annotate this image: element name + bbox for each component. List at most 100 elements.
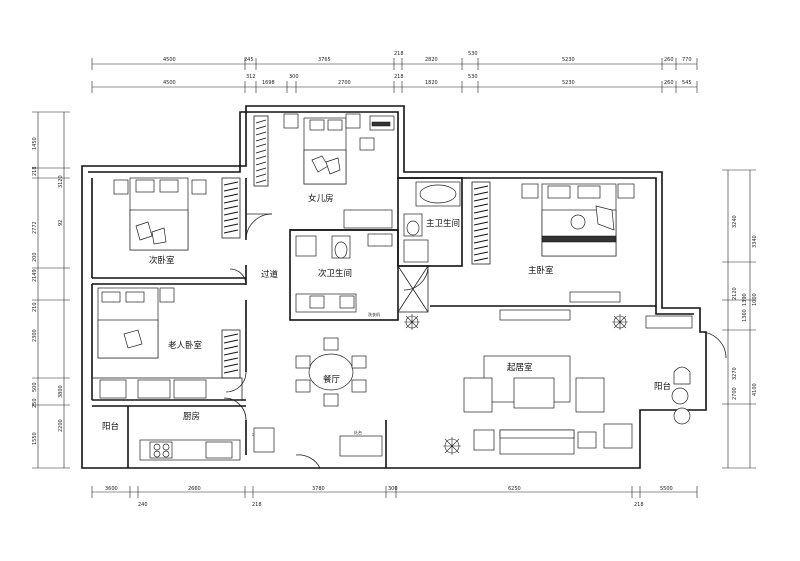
dim-label: 5230: [562, 80, 575, 86]
dim-label: 260: [664, 80, 674, 86]
wardrobe-hanger-line: [473, 191, 489, 196]
dim-label: 3120: [58, 175, 64, 188]
wardrobe-hanger-line: [223, 339, 239, 344]
walls: [81, 105, 707, 469]
wardrobe-hanger-line: [223, 223, 239, 228]
room-label-master-bathroom: 主卫生间: [426, 218, 460, 229]
dim-label: 500: [32, 382, 38, 392]
dim-label: 218: [634, 502, 644, 508]
dim-label: 1000: [752, 293, 758, 306]
dim-label: 4500: [163, 80, 176, 86]
dim-label: 300: [289, 74, 299, 80]
room-label-second-bathroom: 次卫生间: [318, 268, 352, 279]
plant-icon: [443, 437, 461, 455]
dim-label: 300: [388, 486, 398, 492]
wardrobes: [91, 115, 491, 401]
wardrobe-hanger-line: [255, 173, 267, 178]
plants: [404, 314, 628, 455]
dim-label: 1698: [262, 80, 275, 86]
room-label-balcony-right: 阳台: [654, 381, 671, 392]
room-label-elderly-bedroom: 老人卧室: [168, 340, 203, 351]
dim-label: 2700: [338, 80, 351, 86]
wardrobe-hanger-line: [473, 215, 489, 220]
wardrobe-hanger-line: [223, 181, 239, 186]
furniture: 洗衣机: [97, 113, 693, 461]
dim-label: 6250: [508, 486, 521, 492]
wardrobe-hanger-line: [255, 131, 267, 136]
dim-label: 2300: [32, 329, 38, 342]
wardrobe-hanger-line: [473, 257, 489, 262]
dim-labels-top1: 4500 245 3765 218 2820 530 5230 260 770: [163, 51, 692, 63]
wardrobe-hanger-line: [223, 369, 239, 374]
wardrobe-hanger-line: [223, 199, 239, 204]
dim-labels-left: 1450 3120 2772 2149 2300 3800 1550 218 9…: [32, 137, 64, 445]
room-label-living-room: 起居室: [507, 362, 533, 373]
wardrobe-hanger-line: [255, 143, 267, 148]
wardrobe-hanger-line: [255, 179, 267, 184]
dim-labels-bottom: 3600 240 2660 218 3780 300 6250 218 5500: [105, 486, 673, 508]
dim-label: 2772: [32, 221, 38, 234]
dim-label: 218: [252, 502, 262, 508]
wardrobe-hanger-line: [223, 351, 239, 356]
dim-label: 245: [244, 57, 254, 63]
dim-label: 210: [32, 302, 38, 312]
dim-label: 5500: [660, 486, 673, 492]
dim-label: 1390: [742, 293, 748, 306]
room-labels: 女儿房 次卧室 老人卧室 过道 次卫生间 主卫生间 主卧室 起居室 餐厅 厨房 …: [102, 193, 671, 432]
wardrobe-hanger-line: [223, 363, 239, 368]
dim-label: 3780: [312, 486, 325, 492]
wardrobe-hanger-line: [223, 333, 239, 338]
dim-label: 2120: [732, 287, 738, 300]
dim-label: 3270: [732, 367, 738, 380]
doors: [223, 213, 727, 469]
dim-label: 3340: [752, 235, 758, 248]
dim-label: 770: [682, 57, 692, 63]
wardrobe-hanger-line: [223, 357, 239, 362]
dim-label: 218: [394, 51, 404, 57]
dim-label: 200: [32, 252, 38, 262]
dim-labels-top2: 4500 312 1698 300 2700 218 1820 530 5230…: [163, 74, 692, 86]
wardrobe-hanger-line: [223, 345, 239, 350]
wardrobe-hanger-line: [473, 203, 489, 208]
dim-label: 2149: [32, 269, 38, 282]
wardrobe-hanger-line: [255, 167, 267, 172]
wardrobe-hanger-line: [473, 197, 489, 202]
stove-label: 灶台: [354, 429, 362, 435]
room-label-daughter: 女儿房: [308, 193, 334, 204]
room-label-kitchen: 厨房: [183, 411, 200, 422]
wardrobe-hanger-line: [255, 161, 267, 166]
dim-label: 1360: [742, 309, 748, 322]
wardrobe-hanger-line: [223, 229, 239, 234]
room-label-dining-room: 餐厅: [323, 375, 341, 385]
dim-label: 530: [468, 51, 478, 57]
dim-label: 260: [664, 57, 674, 63]
dim-label: 240: [138, 502, 148, 508]
plant-icon: [612, 314, 628, 330]
wardrobe-hanger-line: [223, 211, 239, 216]
dim-label: 2820: [425, 57, 438, 63]
dim-label: 1550: [32, 432, 38, 445]
wardrobe-hanger-line: [223, 217, 239, 222]
dim-label: 3800: [58, 385, 64, 398]
wardrobe-hanger-line: [223, 193, 239, 198]
dim-label: 5230: [562, 57, 575, 63]
dim-label: 4500: [163, 57, 176, 63]
wardrobe-hanger-line: [255, 137, 267, 142]
dim-label: 3240: [732, 215, 738, 228]
dim-label: 1820: [425, 80, 438, 86]
dim-label: 4100: [752, 383, 758, 396]
wardrobe-hanger-line: [473, 245, 489, 250]
wardrobe-hatching: [223, 119, 489, 374]
dim-label: 1450: [32, 137, 38, 150]
dim-label: 530: [468, 74, 478, 80]
dim-label: 2700: [732, 387, 738, 400]
room-label-second-bedroom: 次卧室: [149, 255, 175, 266]
wardrobe-hanger-line: [255, 149, 267, 154]
wardrobe-hanger-line: [473, 209, 489, 214]
wardrobe-hanger-line: [473, 239, 489, 244]
dim-label: 2200: [58, 419, 64, 432]
room-label-master-bedroom: 主卧室: [528, 265, 554, 276]
dim-label: 312: [246, 74, 256, 80]
wardrobe-hanger-line: [473, 251, 489, 256]
dim-label: 545: [682, 80, 692, 86]
